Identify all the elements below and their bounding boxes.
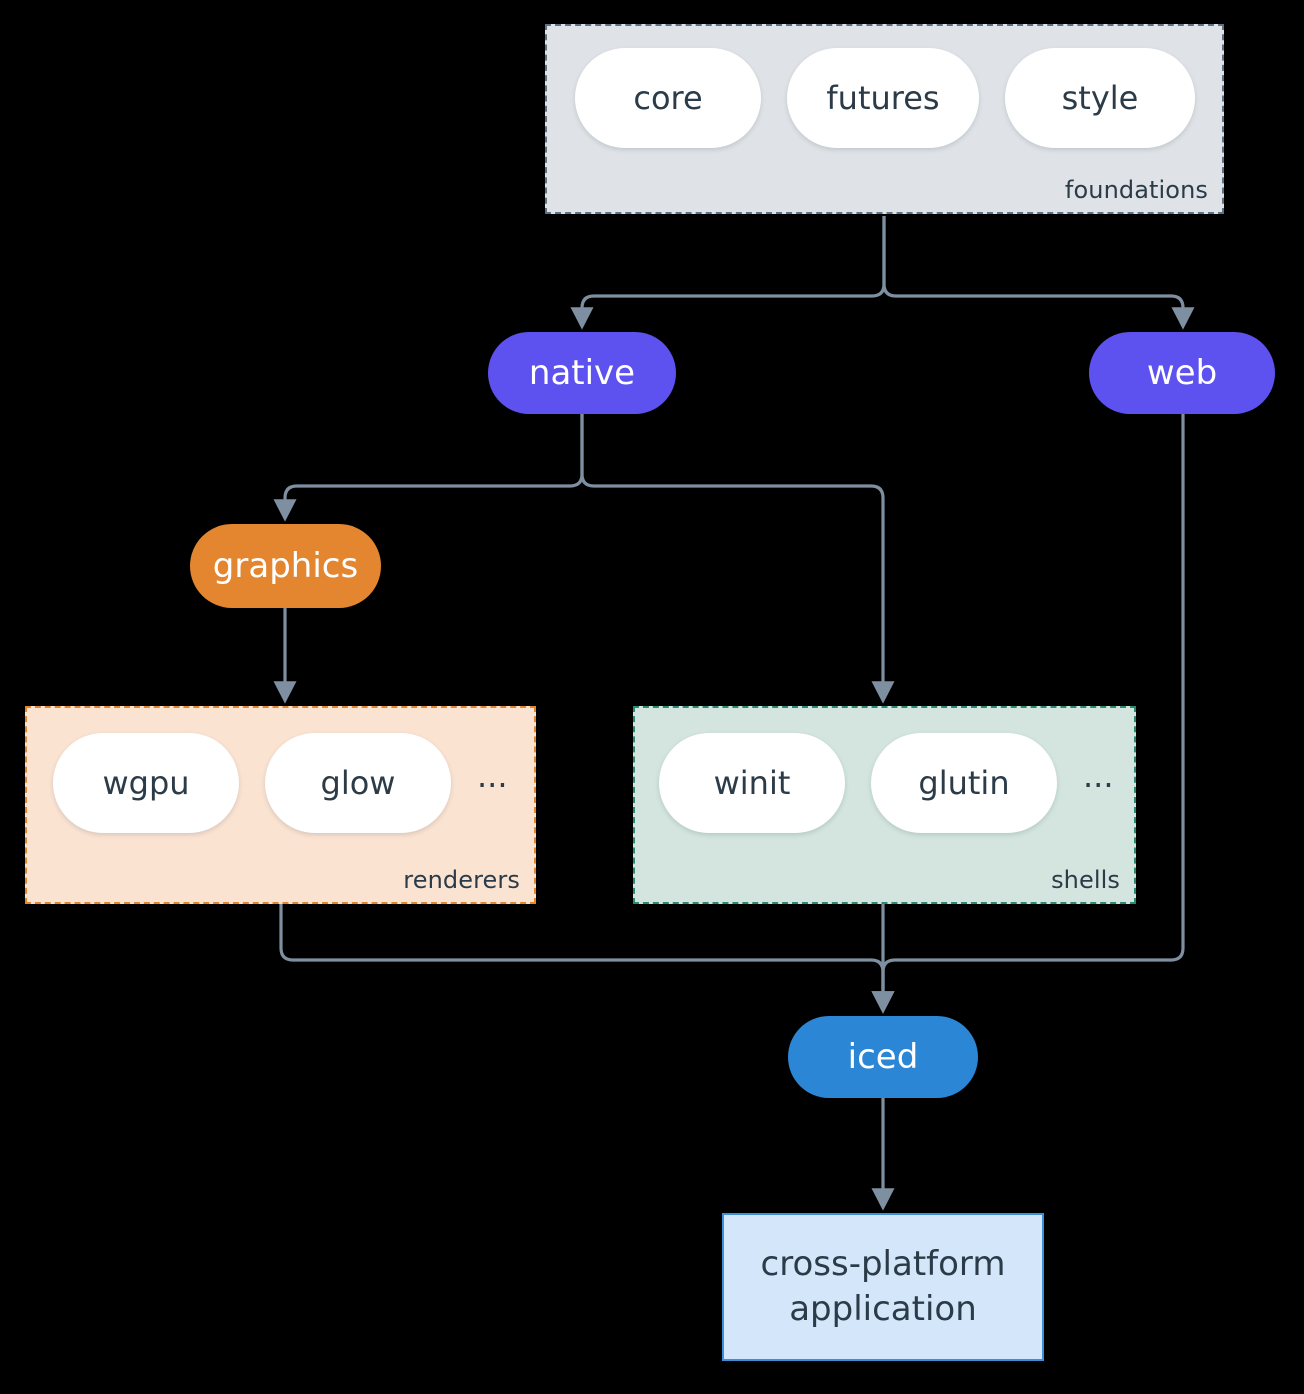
renderers-ellipsis: ... [477,757,508,795]
edge-foundations-native [570,216,886,330]
edge-renderers-iced [279,904,895,1014]
node-web[interactable]: web [1089,332,1275,414]
pill-winit[interactable]: winit [659,733,845,833]
group-foundations-items: core futures style [575,48,1195,148]
edge-native-graphics [273,414,584,522]
group-shells-label: shells [1051,866,1120,894]
pill-glow[interactable]: glow [265,733,451,833]
pill-wgpu[interactable]: wgpu [53,733,239,833]
pill-style[interactable]: style [1005,48,1195,148]
node-iced[interactable]: iced [788,1016,978,1098]
pill-futures[interactable]: futures [787,48,979,148]
pill-core[interactable]: core [575,48,761,148]
node-graphics[interactable]: graphics [190,524,381,608]
application-line-2: application [789,1289,977,1329]
pill-glutin[interactable]: glutin [871,733,1057,833]
application-line-1: cross-platform [760,1244,1006,1285]
group-foundations-label: foundations [1064,176,1208,204]
group-foundations[interactable]: core futures style foundations [545,24,1224,214]
group-renderers[interactable]: wgpu glow ... renderers [25,706,536,904]
group-shells[interactable]: winit glutin ... shells [633,706,1136,904]
group-renderers-label: renderers [403,866,520,894]
edge-native-shells [580,414,895,704]
group-renderers-items: wgpu glow ... [53,733,508,833]
node-cross-platform-application[interactable]: cross-platform application [722,1213,1044,1361]
shells-ellipsis: ... [1083,757,1114,795]
edge-foundations-web [882,216,1195,330]
node-native[interactable]: native [488,332,676,414]
group-shells-items: winit glutin ... [659,733,1114,833]
